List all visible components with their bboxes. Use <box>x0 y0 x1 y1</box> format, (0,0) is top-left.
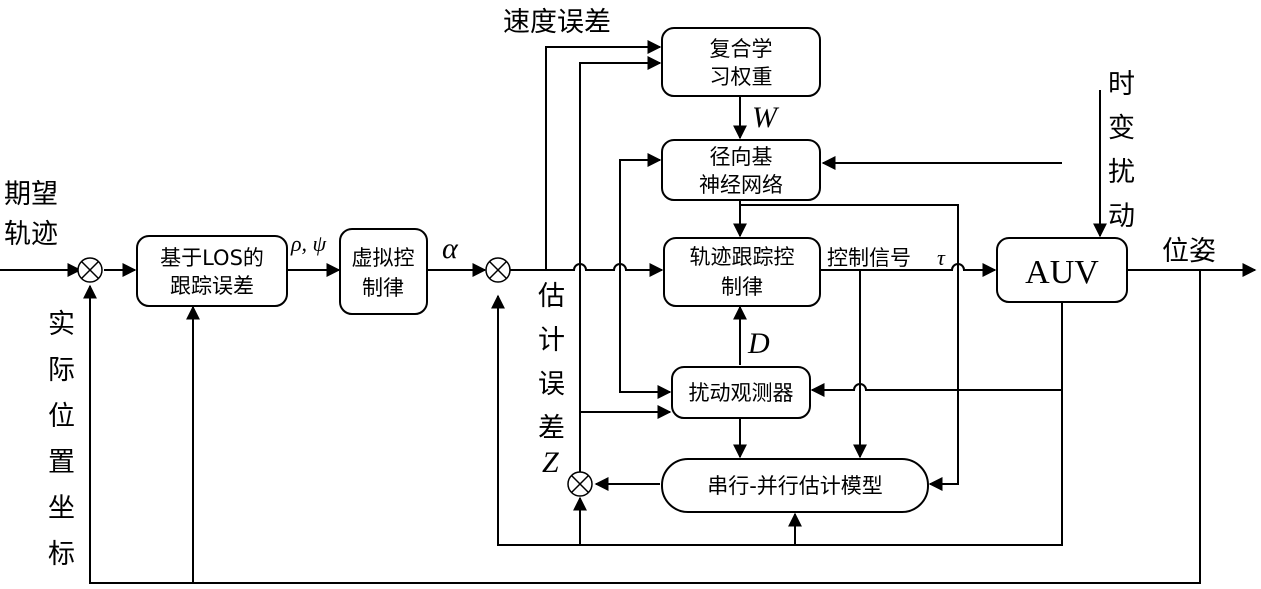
model-block-label: 串行-并行估计模型 <box>707 474 883 498</box>
z-symbol: Z <box>542 446 559 479</box>
disturbance-observer-block: 扰动观测器 <box>671 366 811 419</box>
composite-block-line1: 复合学 <box>710 37 773 61</box>
arrow-feedback-sum2 <box>491 294 1063 546</box>
disturbance-char: 动 <box>1108 201 1135 232</box>
arrow-est-error-to-composite <box>579 56 662 472</box>
summing-junction-3 <box>567 471 593 497</box>
estimation-error-label: 估 计 误 差 Z <box>538 281 565 479</box>
alpha-symbol: α <box>442 232 459 265</box>
disturbance-char: 时 <box>1108 69 1135 100</box>
d-symbol: D <box>747 327 770 360</box>
tracking-control-law-block: 轨迹跟踪控 制律 <box>663 237 821 307</box>
los-tracking-error-block: 基于LOS的 跟踪误差 <box>136 235 288 307</box>
arrow-error-to-observer <box>619 270 672 399</box>
arrow-error-to-rbf <box>619 153 662 270</box>
est-error-char: 误 <box>538 369 565 400</box>
actual-pos-char: 际 <box>48 355 75 386</box>
rbf-block-line2: 神经网络 <box>699 173 783 197</box>
arrow-sum2-to-tracking <box>510 263 664 277</box>
auv-block: AUV <box>996 237 1128 303</box>
actual-position-label: 实 际 位 置 坐 标 <box>48 309 75 570</box>
composite-block-line2: 习权重 <box>710 65 773 89</box>
speed-error-label: 速度误差 <box>503 7 611 38</box>
desired-traj-line2: 轨迹 <box>4 219 58 250</box>
actual-pos-char: 标 <box>48 539 75 570</box>
auv-label: AUV <box>1025 254 1099 291</box>
actual-pos-char: 实 <box>48 309 75 340</box>
arrow-rbf-to-model <box>740 204 959 491</box>
los-block-line2: 跟踪误差 <box>170 274 254 298</box>
arrow-outer-feedback <box>83 270 1201 584</box>
rho-psi-symbol: ρ, ψ <box>290 231 327 256</box>
actual-pos-char: 位 <box>48 401 75 432</box>
summing-junction-2 <box>485 257 511 283</box>
tracking-block-line2: 制律 <box>721 275 763 299</box>
disturbance-char: 变 <box>1108 113 1135 144</box>
observer-block-label: 扰动观测器 <box>689 381 794 405</box>
tau-symbol: τ <box>937 245 946 270</box>
composite-learning-weight-block: 复合学 习权重 <box>661 27 821 97</box>
disturbance-char: 扰 <box>1108 157 1135 188</box>
actual-pos-char: 坐 <box>48 493 75 524</box>
desired-traj-line1: 期望 <box>4 179 58 210</box>
pose-label: 位姿 <box>1162 236 1216 267</box>
tracking-block-line1: 轨迹跟踪控 <box>690 245 795 269</box>
arrow-auv-to-observer <box>810 383 1062 397</box>
est-error-char: 估 <box>538 281 565 312</box>
connections <box>0 40 1257 584</box>
w-symbol: W <box>752 101 780 134</box>
est-error-char: 差 <box>538 413 565 444</box>
actual-pos-char: 置 <box>48 447 75 478</box>
desired-trajectory-label: 期望 轨迹 <box>4 179 58 250</box>
virtual-block-line1: 虚拟控 <box>352 246 415 270</box>
rbf-block-line1: 径向基 <box>710 145 773 169</box>
los-block-line1: 基于LOS的 <box>160 246 264 270</box>
virtual-control-law-block: 虚拟控 制律 <box>339 228 428 315</box>
control-signal-label: 控制信号 <box>827 246 911 270</box>
time-varying-disturbance-label: 时 变 扰 动 <box>1108 69 1135 232</box>
series-parallel-model-block: 串行-并行估计模型 <box>661 458 929 513</box>
summing-junction-1 <box>77 257 103 283</box>
rbf-network-block: 径向基 神经网络 <box>661 139 821 201</box>
arrow-speed-error <box>545 40 662 270</box>
est-error-char: 计 <box>538 325 565 356</box>
virtual-block-line2: 制律 <box>362 276 404 300</box>
